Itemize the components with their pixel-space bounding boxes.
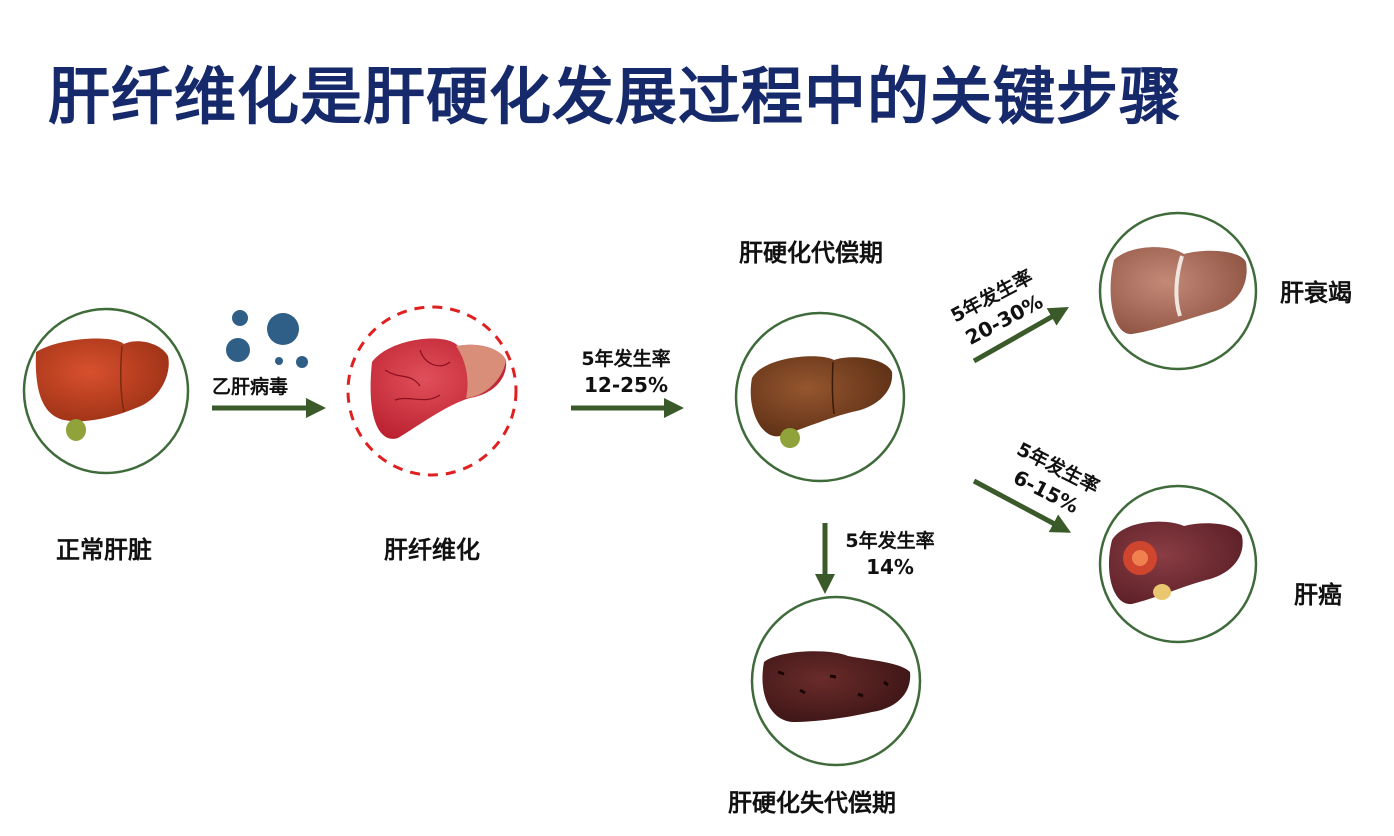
rate-to-compensated: 5年发生率 12-25% — [574, 346, 678, 398]
label-compensated: 肝硬化代偿期 — [739, 239, 883, 267]
label-fibrosis: 肝纤维化 — [384, 536, 480, 564]
decompensated-cirrhosis-node — [750, 595, 922, 767]
label-normal-liver: 正常肝脏 — [56, 536, 152, 564]
fibrosis-liver-node — [346, 305, 518, 477]
liver-icon — [750, 356, 893, 448]
rate-label: 5年发生率 — [845, 530, 935, 552]
liver-icon — [1108, 521, 1243, 605]
liver-icon — [370, 338, 507, 439]
liver-failure-node — [1098, 211, 1258, 371]
normal-liver-node — [22, 307, 190, 475]
rate-to-decompensated: 5年发生率 14% — [838, 528, 942, 580]
label-decompensated: 肝硬化失代偿期 — [728, 789, 896, 817]
label-liver-cancer: 肝癌 — [1294, 581, 1342, 609]
rate-value: 12-25% — [583, 373, 668, 397]
liver-icon — [35, 338, 169, 441]
page-title: 肝纤维化是肝硬化发展过程中的关键步骤 — [48, 60, 1183, 133]
label-liver-failure: 肝衰竭 — [1280, 279, 1352, 307]
label-virus: 乙肝病毒 — [212, 376, 289, 398]
rate-value: 14% — [866, 555, 914, 579]
liver-cancer-node — [1098, 484, 1258, 644]
liver-icon — [762, 651, 911, 722]
rate-label: 5年发生率 — [581, 348, 671, 370]
virus-icon — [226, 310, 308, 368]
compensated-cirrhosis-node — [734, 311, 906, 483]
arrow-to-cancer — [972, 478, 1072, 533]
arrow-to-failure — [972, 307, 1069, 364]
liver-icon — [1110, 247, 1247, 335]
